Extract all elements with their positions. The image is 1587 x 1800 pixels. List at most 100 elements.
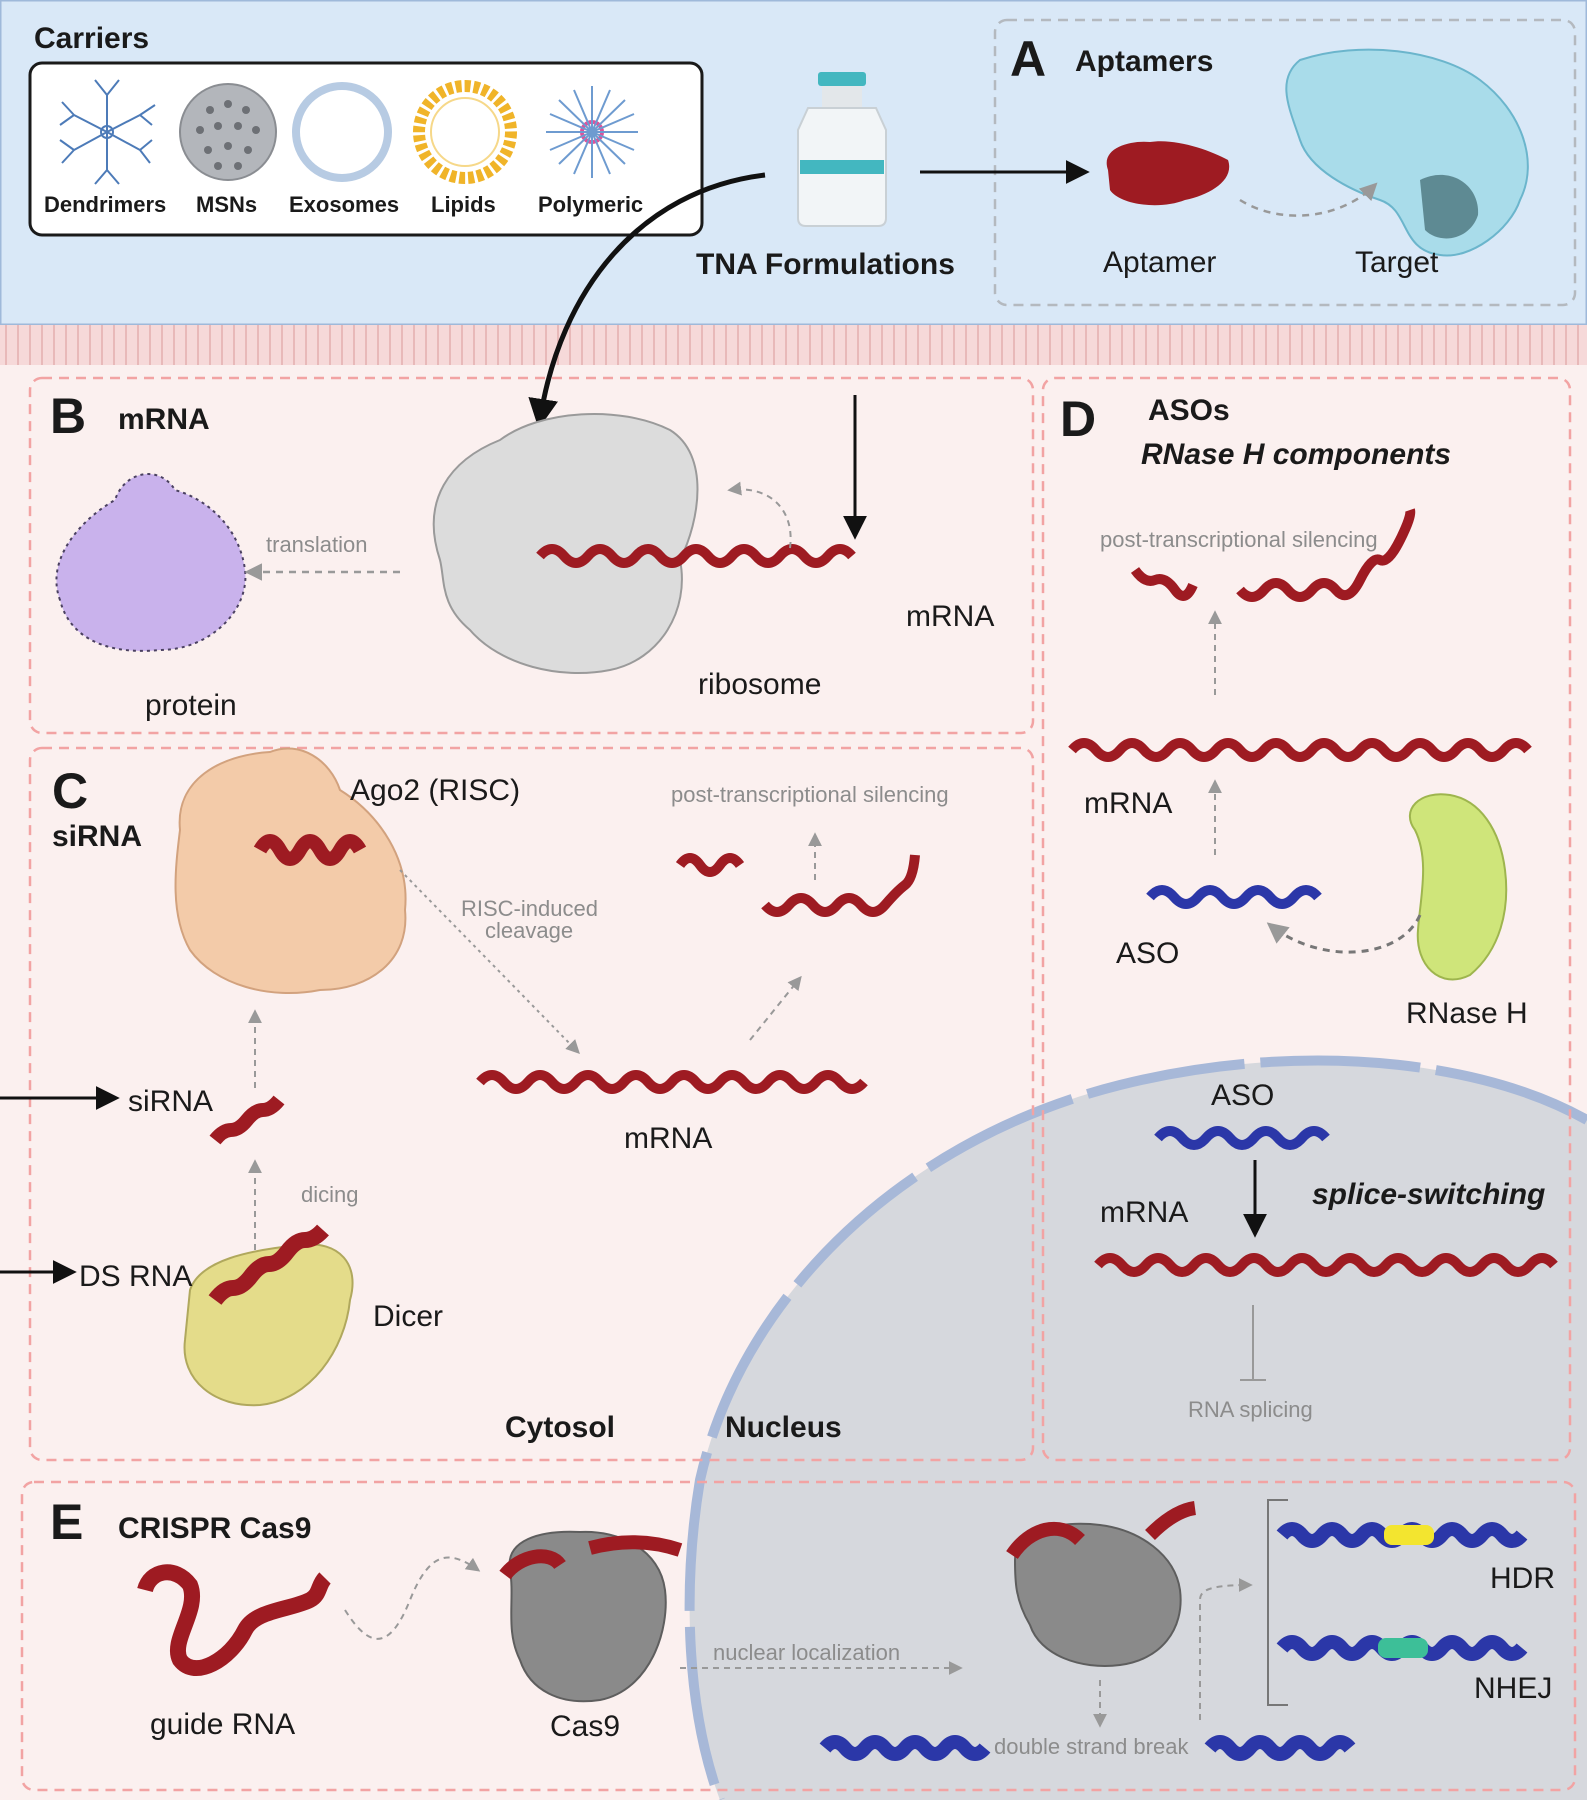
lipid-inner — [430, 97, 500, 167]
break-to-repair-arrow — [1199, 1578, 1253, 1720]
mrna-to-silencing-arrow — [749, 975, 802, 1041]
exosome-icon — [292, 82, 392, 182]
lipid-icon — [413, 80, 517, 184]
panel-b-mrna-label: mRNA — [906, 600, 995, 633]
rna-splicing-label: RNA splicing — [1188, 1397, 1313, 1422]
cytosol-label: Cytosol — [505, 1411, 616, 1444]
panel-b-box — [28, 376, 1035, 735]
panel-a-letter: A — [1010, 31, 1047, 87]
ribosome-exit-arrow — [727, 481, 792, 549]
panel-d-title: ASOs — [1148, 394, 1230, 427]
ago2-blob — [174, 747, 407, 994]
silencing-fragment-1 — [675, 853, 745, 877]
d-silencing-fragment-2 — [1236, 508, 1416, 602]
panel-c-mrna-label: mRNA — [624, 1122, 713, 1155]
cas9-rna — [499, 1535, 683, 1580]
risc-cleavage-line-2: cleavage — [485, 918, 574, 943]
panel-c-box — [28, 746, 1035, 1462]
carrier-msns: MSNs — [196, 192, 258, 217]
carrier-lipids: Lipids — [431, 192, 496, 217]
dicing-label: dicing — [301, 1182, 359, 1207]
risc-cleavage-line-1: RISC-induced — [461, 896, 598, 921]
double-strand-break-label: double strand break — [994, 1734, 1189, 1759]
ribosome-label: ribosome — [698, 668, 822, 701]
panel-e-title: CRISPR Cas9 — [118, 1512, 312, 1545]
d-silencing-fragment-1 — [1130, 566, 1198, 601]
panel-d-subtitle: RNase H components — [1141, 438, 1452, 471]
aptamer-label: Aptamer — [1103, 246, 1217, 279]
panel-a-box — [993, 18, 1577, 307]
nuclear-aso — [1154, 1126, 1330, 1150]
nuclear-envelope — [684, 1055, 1587, 1800]
cell-membrane — [0, 325, 1587, 365]
msn-pores — [196, 100, 260, 170]
aptamer-blob — [1106, 141, 1230, 206]
panel-c-silencing-label: post-transcriptional silencing — [671, 782, 949, 807]
protein-blob — [55, 473, 247, 652]
risc-cleavage-arrow — [399, 869, 580, 1055]
repair-bracket — [1267, 1499, 1288, 1706]
protein-label: protein — [145, 689, 237, 722]
d-mrna — [1068, 738, 1532, 762]
tna-uptake-arrow — [528, 172, 766, 429]
nuclear-mrna-label: mRNA — [1100, 1196, 1189, 1229]
guide-rna-label: guide RNA — [150, 1708, 296, 1741]
cas9-nuclear-blob — [1013, 1522, 1182, 1667]
nucleus-region — [689, 1060, 1587, 1800]
cas9-blob — [508, 1530, 667, 1703]
panel-c-title: siRNA — [52, 820, 143, 853]
tna-formulations-label: TNA Formulations — [696, 248, 955, 281]
carriers-title: Carriers — [34, 22, 150, 55]
rnaseh-to-aso-arrow — [1266, 914, 1422, 954]
panel-b-letter: B — [50, 388, 87, 444]
panel-a-title: Aptamers — [1075, 45, 1214, 78]
dendrimer-icon — [59, 79, 156, 185]
cytosol-mrna — [476, 1070, 868, 1094]
dsrna-label: DS RNA — [79, 1260, 193, 1293]
nuclear-mrna — [1094, 1253, 1558, 1277]
dna-right — [1204, 1735, 1356, 1761]
vial-icon — [797, 72, 887, 227]
panel-d-letter: D — [1060, 391, 1097, 447]
target-shadow — [1420, 174, 1479, 239]
dna-left — [819, 1735, 991, 1761]
hdr-insert — [1384, 1525, 1434, 1545]
translation-label: translation — [266, 532, 368, 557]
d-aso — [1146, 885, 1322, 909]
panel-c-letter: C — [52, 763, 89, 819]
cas9-label: Cas9 — [550, 1710, 621, 1743]
rnaseh-label: RNase H — [1406, 997, 1528, 1030]
sirna-duplex — [209, 1095, 285, 1145]
panel-e-letter: E — [50, 1494, 84, 1550]
silencing-fragment-2 — [761, 854, 920, 917]
guide-rna-strand — [137, 1564, 332, 1676]
ago2-label: Ago2 (RISC) — [350, 774, 521, 807]
nucleus-label: Nucleus — [725, 1411, 842, 1444]
sirna-label: siRNA — [128, 1085, 214, 1118]
polymeric-icon — [546, 86, 638, 178]
carrier-dendrimers: Dendrimers — [44, 192, 167, 217]
panel-d-silencing-label: post-transcriptional silencing — [1100, 527, 1378, 552]
ago2-rna — [253, 834, 367, 866]
nhej-indel — [1378, 1638, 1428, 1658]
panel-e-box — [20, 1480, 1577, 1792]
msn-icon — [179, 83, 277, 181]
nuclear-aso-label: ASO — [1211, 1079, 1275, 1112]
dicer-label: Dicer — [373, 1300, 444, 1333]
carrier-exosomes: Exosomes — [289, 192, 400, 217]
splice-switching-label: splice-switching — [1312, 1178, 1546, 1211]
aptamer-to-target-arrow — [1239, 182, 1378, 217]
target-label: Target — [1355, 246, 1439, 279]
panel-d-aso-label: ASO — [1116, 937, 1180, 970]
nuclear-localization-label: nuclear localization — [713, 1640, 901, 1665]
panel-b-title: mRNA — [118, 403, 210, 436]
cas9-nuclear-rna — [1006, 1501, 1197, 1560]
ribosome-mrna — [536, 544, 856, 568]
nhej-label: NHEJ — [1474, 1672, 1553, 1705]
hdr-label: HDR — [1490, 1562, 1555, 1595]
panel-d-mrna-label: mRNA — [1084, 787, 1173, 820]
carrier-polymeric: Polymeric — [538, 192, 644, 217]
dicer-dsrna — [208, 1224, 329, 1305]
ribosome-blob — [432, 412, 699, 674]
